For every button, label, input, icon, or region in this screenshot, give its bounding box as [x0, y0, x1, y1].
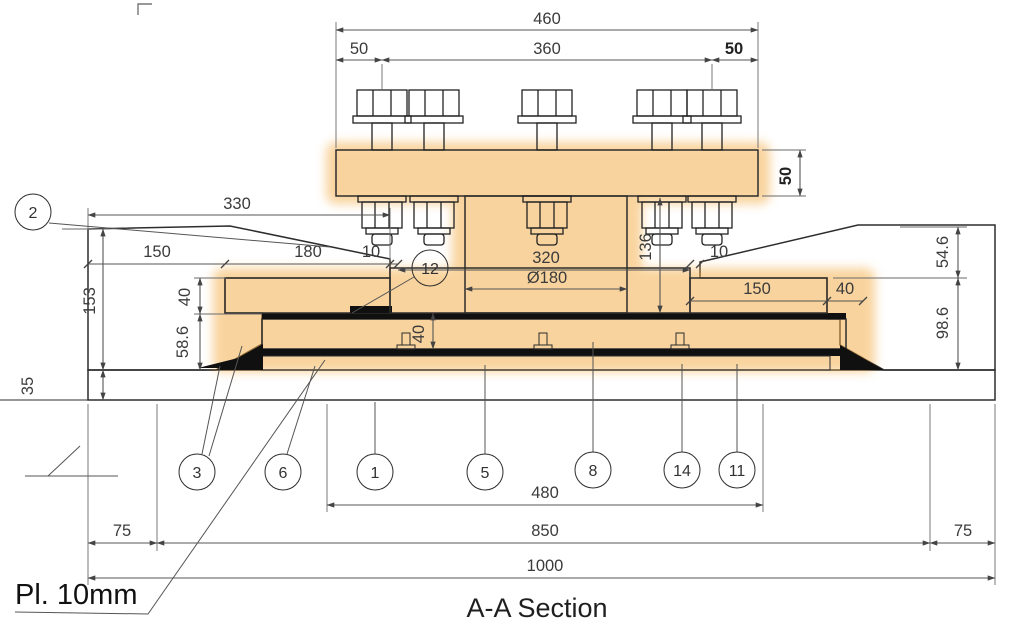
callout-1: 1	[356, 453, 394, 491]
seal-strip	[350, 306, 392, 313]
dim-35: 35	[19, 377, 37, 395]
callout-8: 8	[574, 451, 612, 489]
callout-label: 8	[589, 463, 598, 480]
callout-label: 1	[371, 465, 380, 482]
dim-10-left: 10	[362, 243, 380, 261]
callout-12: 12	[411, 249, 449, 287]
anchor-bolt	[682, 89, 742, 246]
dim-40-right: 40	[836, 280, 854, 298]
callout-label: 11	[729, 463, 746, 480]
border-corner-mark	[137, 3, 152, 15]
dim-98-6: 98.6	[934, 307, 952, 339]
dim-50-left: 50	[350, 40, 368, 58]
dimensions: 460 50 360 50 50 330 150 180 10 153 40 5…	[19, 10, 996, 585]
anchor-bolt	[352, 89, 412, 246]
dim-1000: 1000	[527, 557, 564, 575]
dim-850: 850	[531, 522, 559, 540]
dim-480: 480	[531, 484, 559, 502]
dim-40-wing: 40	[176, 288, 194, 306]
callout-5: 5	[466, 453, 504, 491]
callout-label: 5	[481, 465, 490, 482]
dim-54-6: 54.6	[934, 236, 952, 268]
callout-label: 12	[421, 261, 439, 278]
dim-180: 180	[294, 243, 322, 261]
base-plate	[262, 349, 846, 356]
dim-75-left: 75	[113, 522, 131, 540]
dim-150-left: 150	[143, 243, 171, 261]
plate-note: Pl. 10mm	[15, 579, 137, 611]
callout-label: 6	[279, 465, 288, 482]
callouts: 2 12 3 6 1 5 8 14 11	[14, 193, 756, 491]
slide-bar	[262, 313, 846, 319]
callout-label: 3	[193, 465, 202, 482]
callout-3: 3	[178, 453, 216, 491]
dim-10-right: 10	[710, 243, 728, 261]
dim-plate-50: 50	[777, 167, 795, 185]
left-wedge-lip	[198, 352, 262, 368]
shear-studs	[396, 332, 690, 350]
section-title: A-A Section	[466, 593, 607, 623]
dim-460: 460	[533, 10, 561, 28]
dim-58-6: 58.6	[174, 326, 192, 358]
callout-leaders	[14, 222, 738, 615]
dim-153: 153	[81, 287, 99, 315]
dim-136: 136	[637, 233, 655, 261]
dim-50-right: 50	[725, 40, 743, 58]
dim-360: 360	[533, 40, 561, 58]
right-wedge	[840, 345, 884, 370]
anchor-bolt	[517, 89, 577, 246]
anchor-bolts	[352, 89, 742, 246]
dim-320: 320	[532, 249, 560, 267]
dim-330: 330	[223, 195, 251, 213]
callout-label: 2	[29, 205, 38, 222]
anchor-bolt	[632, 89, 692, 246]
anchor-bolt	[404, 89, 464, 246]
dim-piston-dia: Ø180	[527, 269, 567, 287]
dim-75-right: 75	[954, 522, 972, 540]
callout-label: 14	[673, 463, 691, 480]
callout-2: 2	[14, 193, 52, 231]
callout-14: 14	[663, 451, 701, 489]
pier-band	[0, 369, 996, 401]
callout-11: 11	[718, 451, 756, 489]
callout-6: 6	[264, 453, 302, 491]
dim-150-right: 150	[743, 280, 771, 298]
bearing-assembly	[198, 149, 884, 371]
datum-symbol	[25, 445, 118, 477]
dim-40-body: 40	[410, 325, 428, 343]
